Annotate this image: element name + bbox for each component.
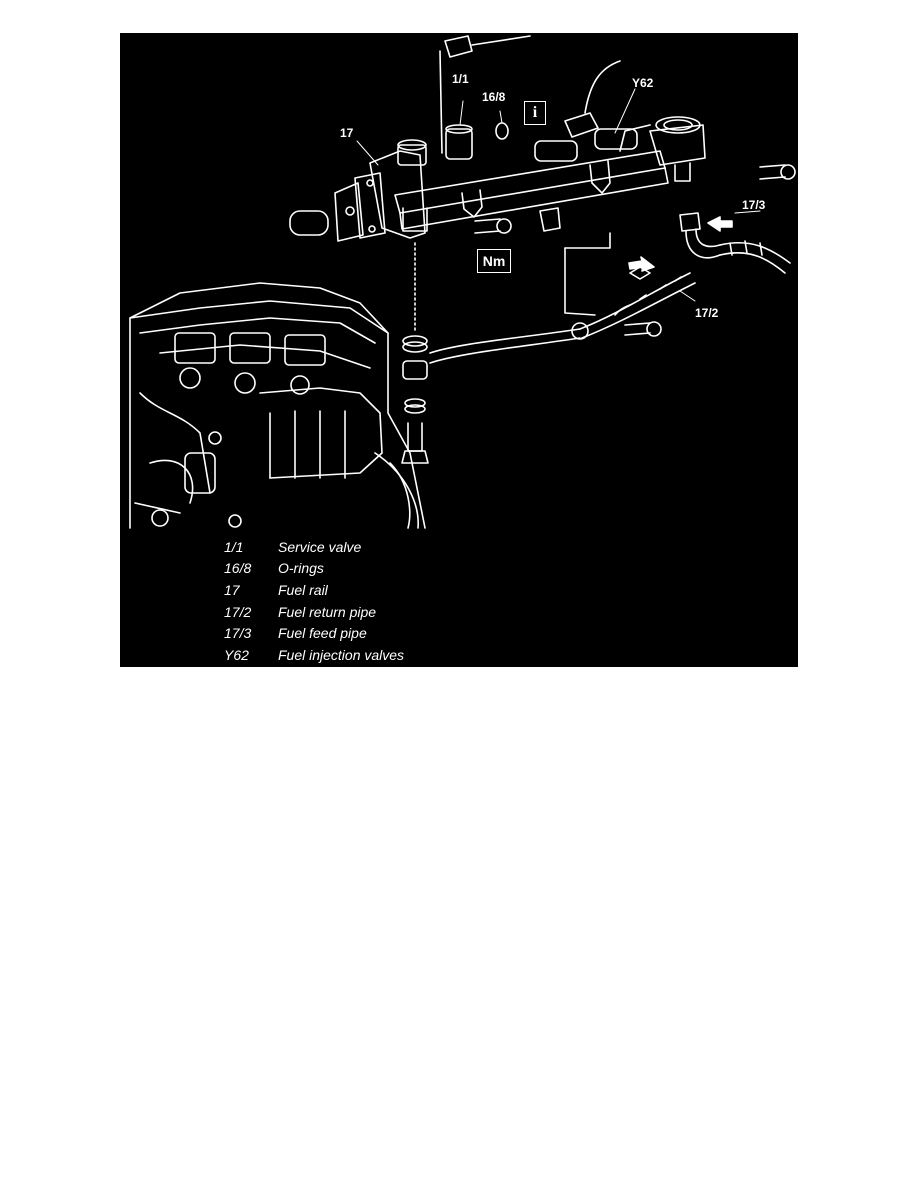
legend-description: O-rings <box>278 560 324 577</box>
legend-code: 1/1 <box>224 538 244 555</box>
legend-description: Fuel rail <box>278 581 328 598</box>
bolts <box>289 164 796 337</box>
legend-code: Y62 <box>224 646 249 663</box>
legend-code: 16/8 <box>224 560 252 577</box>
legend-row: 17 Fuel rail <box>224 579 404 601</box>
callout-service-valve: 1/1 <box>452 72 469 86</box>
pressure-regulator <box>334 172 386 242</box>
callout-return-pipe: 17/2 <box>695 306 719 320</box>
torque-badge: Nm <box>477 249 511 273</box>
legend-description: Fuel injection valves <box>278 646 405 663</box>
legend-description: Service valve <box>278 538 362 555</box>
fuel-rail <box>369 116 706 239</box>
callout-injection-valves: Y62 <box>632 76 654 90</box>
callout-feed-pipe: 17/3 <box>742 198 766 212</box>
legend-code: 17/2 <box>224 603 252 620</box>
legend-description: Fuel return pipe <box>278 603 377 620</box>
legend-description: Fuel feed pipe <box>278 625 367 642</box>
legend: 1/1 Service valve 16/8 O-rings 17 Fuel rail… <box>224 536 404 666</box>
mounting-stack <box>401 242 429 464</box>
return-flow-arrow <box>628 256 655 272</box>
fuel-rail-illustration <box>129 35 796 529</box>
legend-code: 17/3 <box>224 625 252 642</box>
fuel-return-pipe <box>429 232 696 364</box>
service-valve <box>439 35 531 160</box>
legend-row: Y62 Fuel injection valves <box>224 644 404 666</box>
legend-row: 16/8 O-rings <box>224 558 404 580</box>
engine-block <box>129 282 426 529</box>
legend-code: 17 <box>224 581 240 598</box>
injection-valves <box>534 60 651 162</box>
info-icon: i <box>524 101 546 125</box>
callout-fuel-rail: 17 <box>340 126 354 140</box>
o-ring <box>495 122 509 140</box>
legend-row: 17/3 Fuel feed pipe <box>224 622 404 644</box>
fuel-feed-pipe <box>679 212 791 274</box>
leader-lines <box>356 88 761 302</box>
legend-row: 1/1 Service valve <box>224 536 404 558</box>
feed-flow-arrow <box>707 216 733 232</box>
legend-row: 17/2 Fuel return pipe <box>224 601 404 623</box>
callout-o-rings: 16/8 <box>482 90 506 104</box>
